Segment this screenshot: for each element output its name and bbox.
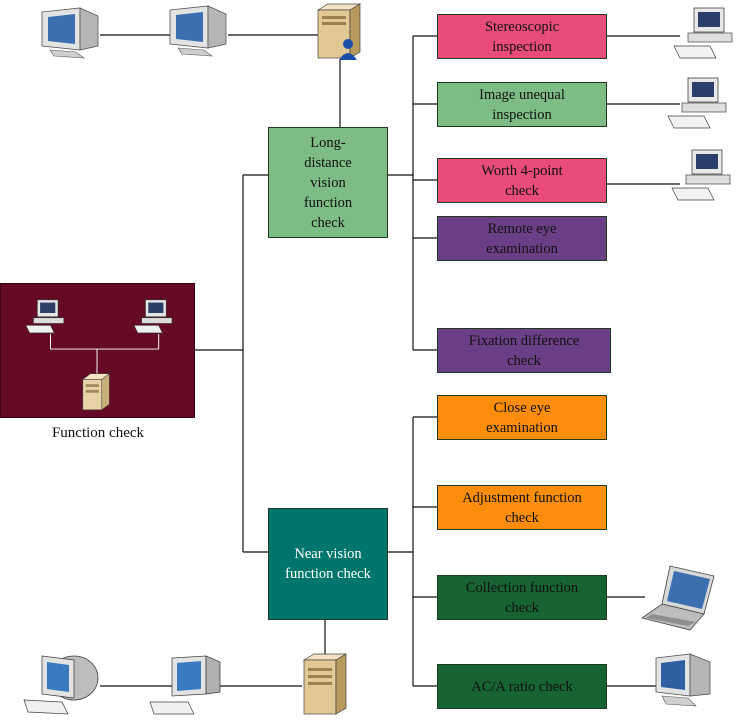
function-check-panel xyxy=(0,283,195,418)
fixation-difference-check-box: Fixation difference check xyxy=(437,328,611,373)
crt-monitor-icon xyxy=(23,655,99,715)
adjustment-function-check-box: Adjustment function check xyxy=(437,485,607,530)
server-icon xyxy=(302,653,348,715)
desktop-computer-icon xyxy=(133,299,173,334)
image-unequal-inspection-box: Image unequal inspection xyxy=(437,82,607,127)
long-distance-vision-box: Long-distance vision function check xyxy=(268,127,388,238)
desktop-computer-icon xyxy=(25,299,65,334)
function-check-network xyxy=(25,299,173,411)
desktop-computer-icon xyxy=(673,7,733,59)
crt-monitor-icon xyxy=(41,7,99,59)
crt-monitor-icon xyxy=(655,653,711,707)
stereoscopic-inspection-box: Stereoscopic inspection xyxy=(437,14,607,59)
desktop-computer-icon xyxy=(671,149,731,201)
server-user-icon xyxy=(316,3,362,60)
function-check-label: Function check xyxy=(51,425,145,441)
crt-monitor-icon xyxy=(149,655,221,715)
close-eye-examination-box: Close eye examination xyxy=(437,395,607,440)
near-vision-box: Near vision function check xyxy=(268,508,388,620)
crt-monitor-icon xyxy=(169,5,227,57)
desktop-computer-icon xyxy=(667,77,727,129)
remote-eye-examination-box: Remote eye examination xyxy=(437,216,607,261)
server-icon xyxy=(81,373,111,411)
ac-a-ratio-check-box: AC/A ratio check xyxy=(437,664,607,709)
laptop-icon xyxy=(641,565,715,631)
collection-function-check-box: Collection function check xyxy=(437,575,607,620)
worth-4-point-check-box: Worth 4-point check xyxy=(437,158,607,203)
